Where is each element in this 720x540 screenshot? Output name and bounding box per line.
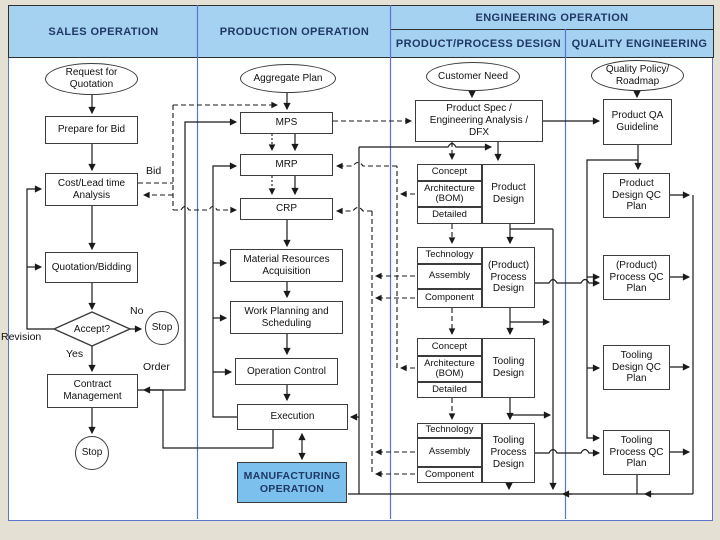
edge-label-yes: Yes [66,348,84,360]
node-tooling-process-design: Tooling Process Design [482,423,535,483]
node-mps: MPS [240,112,333,134]
row-process-design-assembly: Assembly [417,264,482,289]
row-process-design-component: Component [417,289,482,308]
node-product-design: Product Design [482,164,535,224]
row-tooling-process-assembly: Assembly [417,438,482,467]
node-product-process-qc-plan: (Product) Process QC Plan [603,255,670,300]
node-request-for-quotation: Request for Quotation [45,63,138,95]
row-process-design-technology: Technology [417,247,482,264]
lane-header-product-process-design: PRODUCT/PROCESS DESIGN [390,29,567,58]
node-prepare-for-bid: Prepare for Bid [45,116,138,144]
node-material-resources-acquisition: Material Resources Acquisition [230,249,343,282]
row-tooling-process-technology: Technology [417,423,482,438]
node-tooling-process-qc-plan: Tooling Process QC Plan [603,430,670,475]
row-product-design-architecture-bom: Architecture (BOM) [417,181,482,207]
node-contract-management: Contract Management [47,374,138,408]
lane-header-production: PRODUCTION OPERATION [197,5,392,58]
node-product-design-qc-plan: Product Design QC Plan [603,173,670,218]
node-stop-no: Stop [145,311,179,345]
row-tooling-design-architecture-bom: Architecture (BOM) [417,356,482,382]
node-work-planning-scheduling: Work Planning and Scheduling [230,301,343,334]
node-aggregate-plan: Aggregate Plan [240,64,336,93]
node-product-spec-dfx: Product Spec / Engineering Analysis / DF… [415,100,543,142]
row-tooling-design-concept: Concept [417,338,482,356]
node-customer-need: Customer Need [426,62,520,91]
lane-header-quality-engineering: QUALITY ENGINEERING [565,29,714,58]
lane-header-sales: SALES OPERATION [8,5,199,58]
node-mrp: MRP [240,154,333,176]
node-tooling-design-qc-plan: Tooling Design QC Plan [603,345,670,390]
row-product-design-detailed: Detailed [417,207,482,224]
node-product-process-design: (Product) Process Design [482,247,535,308]
row-tooling-design-detailed: Detailed [417,382,482,398]
row-tooling-process-component: Component [417,467,482,483]
edge-label-order: Order [143,361,170,373]
node-operation-control: Operation Control [235,358,338,385]
node-product-qa-guideline: Product QA Guideline [603,99,672,145]
node-quality-policy-roadmap: Quality Policy/ Roadmap [591,60,684,91]
row-product-design-concept: Concept [417,164,482,181]
edge-label-revision: Revision [1,331,42,343]
node-crp: CRP [240,198,333,220]
node-cost-lead-time-analysis: Cost/Lead time Analysis [45,173,138,206]
node-quotation-bidding: Quotation/Bidding [45,252,138,283]
edge-label-bid: Bid [146,165,162,177]
node-manufacturing-operation: MANUFACTURING OPERATION [237,462,347,503]
node-stop-end: Stop [75,436,109,470]
lane-header-engineering: ENGINEERING OPERATION [390,5,714,31]
node-execution: Execution [237,404,348,430]
node-tooling-design: Tooling Design [482,338,535,398]
edge-label-no: No [130,305,144,317]
node-accept-decision-label: Accept? [73,323,111,335]
